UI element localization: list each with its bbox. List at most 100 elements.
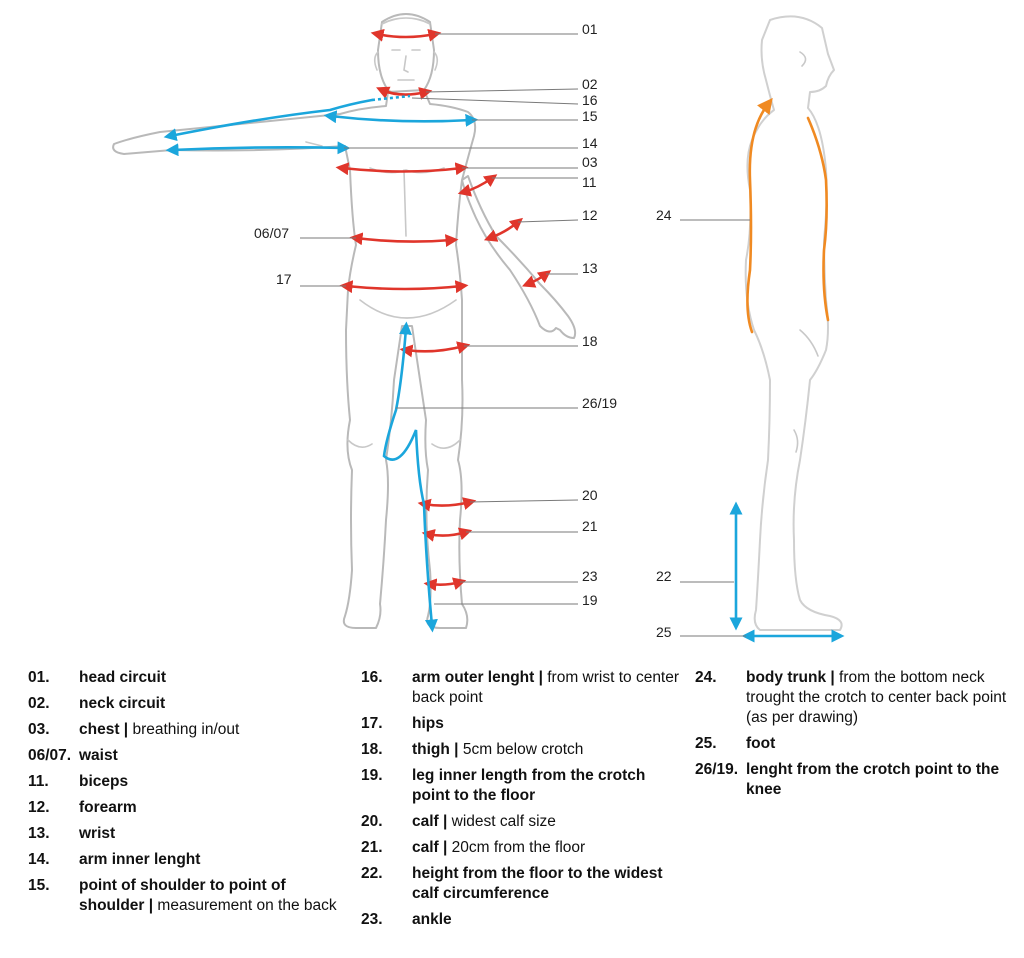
callout-02: 02 bbox=[582, 76, 598, 92]
arm-outer-length-line bbox=[163, 98, 374, 142]
callout-labels: 01 02 16 15 14 03 11 12 06/07 13 17 18 2… bbox=[254, 21, 672, 640]
legend-item: 16. arm outer lenght | from wrist to cent… bbox=[361, 668, 686, 708]
legend-item: 15. point of shoulder to point of shoulde… bbox=[28, 876, 348, 916]
callout-17: 17 bbox=[276, 271, 292, 287]
legend-item: 25. foot bbox=[695, 734, 1020, 754]
callout-20: 20 bbox=[582, 487, 598, 503]
legend-item: 06/07. waist bbox=[28, 746, 348, 766]
legend-name: body trunk | bbox=[746, 669, 835, 686]
legend-item: 17. hips bbox=[361, 714, 686, 734]
legend-number: 17. bbox=[361, 715, 383, 732]
callout-18: 18 bbox=[582, 333, 598, 349]
legend-column-3: 24.body trunk | from the bottom neck tro… bbox=[695, 668, 1020, 806]
leader-lines bbox=[300, 33, 750, 637]
callout-16: 16 bbox=[582, 92, 598, 108]
legend-item: 20. calf | widest calf size bbox=[361, 812, 686, 832]
body-trunk-line bbox=[746, 97, 773, 334]
legend-number: 14. bbox=[28, 851, 50, 868]
legend-description: measurement on the back bbox=[153, 897, 337, 914]
chest-line bbox=[335, 162, 469, 176]
legend-number: 12. bbox=[28, 799, 50, 816]
callout-12: 12 bbox=[582, 207, 598, 223]
legend-item: 21. calf | 20cm from the floor bbox=[361, 838, 686, 858]
callout-24: 24 bbox=[656, 207, 672, 223]
legend-name: arm inner lenght bbox=[79, 851, 201, 868]
legend-name: foot bbox=[746, 735, 776, 752]
callout-19: 19 bbox=[582, 592, 598, 608]
legend-number: 11. bbox=[28, 773, 49, 790]
callout-14: 14 bbox=[582, 135, 598, 151]
legend-column-1: 01.head circuit 02. neck circuit 03. chest… bbox=[28, 668, 348, 922]
legend-item: 11. biceps bbox=[28, 772, 348, 792]
arm-outer-dotted bbox=[371, 94, 411, 102]
legend-name: forearm bbox=[79, 799, 137, 816]
callout-03: 03 bbox=[582, 154, 598, 170]
legend-name: neck circuit bbox=[79, 695, 166, 712]
legend-name: point of shoulder to point of shoulder | bbox=[79, 877, 286, 914]
legend-name: thigh | bbox=[412, 741, 459, 758]
legend-item: 26/19. lenght from the crotch point to th… bbox=[695, 760, 1020, 800]
legend-number: 26/19. bbox=[695, 761, 739, 778]
legend-item: 12. forearm bbox=[28, 798, 348, 818]
legend-name: biceps bbox=[79, 773, 129, 790]
legend-name: arm outer lenght | bbox=[412, 669, 543, 686]
legend-item: 13. wrist bbox=[28, 824, 348, 844]
legend-description: breathing in/out bbox=[128, 721, 240, 738]
legend-number: 18. bbox=[361, 741, 383, 758]
neck-circuit-line bbox=[376, 86, 433, 100]
legend-description: 20cm from the floor bbox=[447, 839, 586, 856]
legend-item: 02. neck circuit bbox=[28, 694, 348, 714]
legend-name: lenght from the crotch point to the knee bbox=[746, 761, 1000, 798]
legend-number: 21. bbox=[361, 839, 383, 856]
legend-item: 22.height from the floor to the widest c… bbox=[361, 864, 686, 904]
legend-name: hips bbox=[412, 715, 444, 732]
head-circuit-line bbox=[370, 28, 442, 42]
wrist-line bbox=[521, 270, 552, 288]
legend-number: 06/07. bbox=[28, 747, 72, 764]
legend-number: 02. bbox=[28, 695, 50, 712]
callout-22: 22 bbox=[656, 568, 672, 584]
legend-number: 22. bbox=[361, 865, 383, 882]
legend-name: calf | bbox=[412, 839, 448, 856]
legend-number: 24. bbox=[695, 669, 717, 686]
legend-number: 25. bbox=[695, 735, 717, 752]
waist-line bbox=[349, 232, 459, 248]
legend-name: chest | bbox=[79, 721, 129, 738]
legend-item: 24.body trunk | from the bottom neck tro… bbox=[695, 668, 1020, 728]
legend-item: 18.thigh | 5cm below crotch bbox=[361, 740, 686, 760]
legend-number: 16. bbox=[361, 669, 383, 686]
forearm-line bbox=[483, 217, 523, 242]
legend-item: 19.leg inner length from the crotch poin… bbox=[361, 766, 686, 806]
legend-name: waist bbox=[79, 747, 118, 764]
measurement-diagram: 01 02 16 15 14 03 11 12 06/07 13 17 18 2… bbox=[112, 13, 845, 643]
biceps-line bbox=[457, 174, 498, 197]
callout-23: 23 bbox=[582, 568, 598, 584]
legend-number: 03. bbox=[28, 721, 50, 738]
legend-column-2: 16. arm outer lenght | from wrist to cent… bbox=[361, 668, 686, 936]
legend-number: 19. bbox=[361, 767, 383, 784]
callout-21: 21 bbox=[582, 518, 598, 534]
side-figure bbox=[729, 15, 845, 643]
legend-number: 20. bbox=[361, 813, 383, 830]
legend-item: 03. chest | breathing in/out bbox=[28, 720, 348, 740]
legend-number: 23. bbox=[361, 911, 383, 928]
legend-number: 01. bbox=[28, 669, 50, 686]
legend-description: from wrist to center back point bbox=[412, 669, 680, 706]
legend-item: 14. arm inner lenght bbox=[28, 850, 348, 870]
callout-01: 01 bbox=[582, 21, 598, 37]
legend-item: 23. ankle bbox=[361, 910, 686, 930]
legend-description: widest calf size bbox=[447, 813, 556, 830]
hips-line bbox=[339, 280, 469, 294]
arm-inner-length-line bbox=[165, 141, 351, 157]
callout-25: 25 bbox=[656, 624, 672, 640]
legend-item: 01.head circuit bbox=[28, 668, 348, 688]
legend-name: ankle bbox=[412, 911, 452, 928]
legend-name: calf | bbox=[412, 813, 448, 830]
shoulder-to-shoulder-line bbox=[323, 110, 479, 127]
callout-13: 13 bbox=[582, 260, 598, 276]
legend-name: wrist bbox=[79, 825, 116, 842]
leg-inner-length-line bbox=[382, 321, 438, 633]
callout-15: 15 bbox=[582, 108, 598, 124]
legend-number: 15. bbox=[28, 877, 50, 894]
legend-number: 13. bbox=[28, 825, 50, 842]
